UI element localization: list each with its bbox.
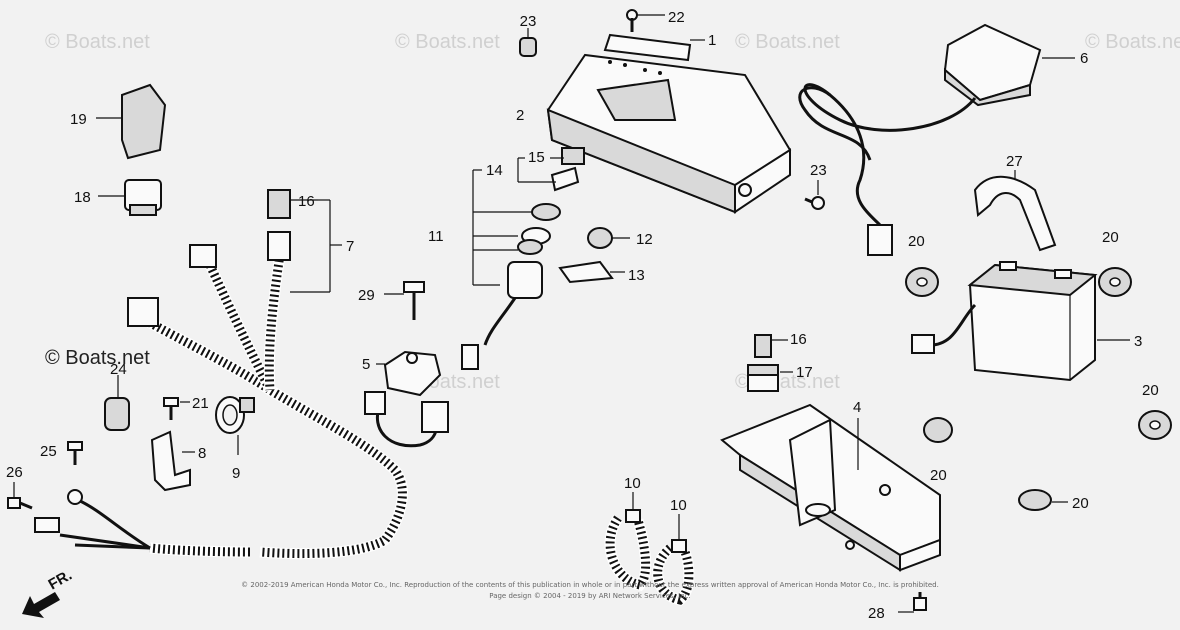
callout-23[interactable]: 23	[520, 13, 537, 30]
part-16-fuse[interactable]	[267, 189, 291, 219]
copyright-notice: © 2002-2019 American Honda Motor Co., In…	[241, 581, 939, 589]
part-20-grommet[interactable]	[923, 417, 953, 443]
part-20-grommet[interactable]	[1138, 410, 1172, 440]
watermark: © Boats.net	[735, 31, 840, 53]
part-9-clamp[interactable]	[215, 396, 255, 434]
part-19-relay[interactable]	[121, 83, 167, 160]
front-direction-arrow: FR.	[22, 567, 75, 618]
part-17-fuse-box[interactable]	[747, 364, 779, 392]
part-20-grommet[interactable]	[905, 267, 939, 297]
part-21-bolt[interactable]	[163, 397, 179, 420]
callout-11[interactable]: 11	[428, 228, 444, 245]
callout-14[interactable]: 14	[486, 162, 503, 179]
callout-20[interactable]: 20	[1102, 229, 1119, 246]
part-20-grommet[interactable]	[1098, 267, 1132, 297]
callout-16[interactable]: 16	[790, 331, 807, 348]
watermark: © Boats.net	[1085, 31, 1180, 53]
part-15-key-cover[interactable]	[561, 147, 585, 165]
callout-19[interactable]: 19	[70, 111, 87, 128]
callout-18[interactable]: 18	[74, 189, 91, 206]
callout-17[interactable]: 17	[796, 364, 813, 381]
part-1-plate[interactable]	[603, 33, 692, 62]
part-22-screw[interactable]	[626, 9, 638, 32]
part-5-regulator[interactable]	[383, 350, 442, 397]
callout-26[interactable]: 26	[6, 464, 23, 481]
part-11-ignition-switch[interactable]	[461, 203, 561, 370]
part-24-clip[interactable]	[104, 397, 130, 431]
part-25-bolt[interactable]	[67, 441, 83, 465]
part-10-band[interactable]	[652, 539, 695, 606]
callout-29[interactable]: 29	[358, 287, 375, 304]
callout-24[interactable]: 24	[110, 361, 127, 378]
watermark: © Boats.net	[45, 31, 150, 53]
callout-6[interactable]: 6	[1080, 50, 1088, 67]
callout-22[interactable]: 22	[668, 9, 685, 26]
callout-20[interactable]: 20	[1142, 382, 1159, 399]
direction-label: FR.	[46, 567, 75, 594]
part-6-unit[interactable]	[798, 23, 1042, 256]
callout-2[interactable]: 2	[516, 107, 524, 124]
callout-25[interactable]: 25	[40, 443, 57, 460]
part-18-relay[interactable]	[124, 179, 162, 216]
callout-20[interactable]: 20	[930, 467, 947, 484]
callout-20[interactable]: 20	[1072, 495, 1089, 512]
callout-3[interactable]: 3	[1134, 333, 1142, 350]
part-8-bracket[interactable]	[150, 430, 191, 492]
part-27-strap[interactable]	[973, 175, 1057, 252]
callout-1[interactable]: 1	[708, 32, 716, 49]
callout-7[interactable]: 7	[346, 238, 354, 255]
part-3-battery[interactable]	[911, 261, 1098, 382]
page-design-notice: Page design © 2004 - 2019 by ARI Network…	[489, 592, 690, 600]
part-29-bolt[interactable]	[403, 281, 425, 320]
callout-10[interactable]: 10	[670, 497, 687, 514]
callout-8[interactable]: 8	[198, 445, 206, 462]
callout-4[interactable]: 4	[853, 399, 861, 416]
part-23-screw[interactable]	[804, 196, 825, 210]
watermark: © Boats.net	[395, 31, 500, 53]
callout-12[interactable]: 12	[636, 231, 653, 248]
part-20-grommet[interactable]	[1018, 489, 1052, 511]
part-14-key[interactable]	[550, 166, 580, 192]
part-26-bolt[interactable]	[7, 497, 33, 510]
callout-28[interactable]: 28	[868, 605, 885, 622]
callout-5[interactable]: 5	[362, 356, 370, 373]
part-12-grommet[interactable]	[587, 227, 613, 249]
part-7-wire-harness[interactable]	[34, 231, 449, 560]
part-4-battery-tray[interactable]	[720, 403, 941, 572]
part-16-fuse[interactable]	[754, 334, 772, 358]
callout-27[interactable]: 27	[1006, 153, 1023, 170]
part-28-bolt[interactable]	[913, 592, 927, 611]
callout-9[interactable]: 9	[232, 465, 240, 482]
callout-13[interactable]: 13	[628, 267, 645, 284]
callout-15[interactable]: 15	[528, 149, 545, 166]
watermark-prominent: © Boats.net	[45, 347, 150, 369]
part-23-grommet[interactable]	[519, 37, 537, 57]
callout-21[interactable]: 21	[192, 395, 209, 412]
part-2-cover[interactable]	[546, 53, 792, 214]
callout-10[interactable]: 10	[624, 475, 641, 492]
part-13-bracket[interactable]	[558, 260, 614, 284]
callout-23[interactable]: 23	[810, 162, 827, 179]
callout-20[interactable]: 20	[908, 233, 925, 250]
callout-16[interactable]: 16	[298, 193, 315, 210]
part-10-band[interactable]	[604, 509, 652, 591]
